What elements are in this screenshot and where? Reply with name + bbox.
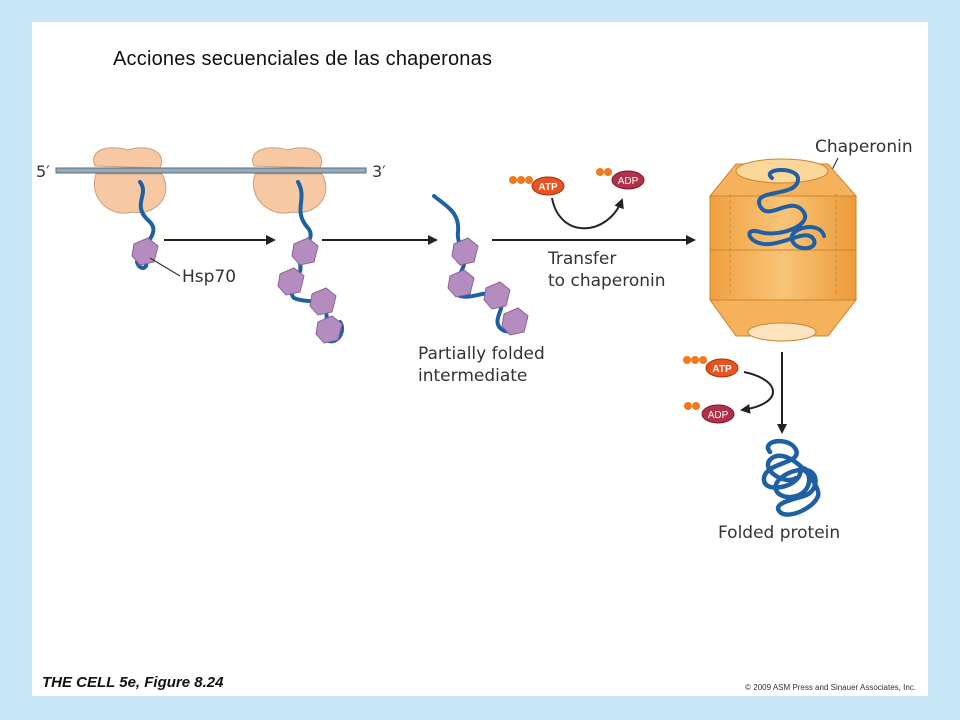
transfer-label-line2: to chaperonin	[548, 271, 666, 291]
phosphate-dot	[525, 176, 533, 184]
phosphate-dot	[699, 356, 707, 364]
atp-hydrolysis-arrow-bottom	[740, 371, 774, 414]
atp-hydrolysis-bottom: ATP ADP	[683, 352, 787, 434]
hsp70-molecule-3c	[483, 281, 511, 310]
phosphate-dot	[683, 356, 691, 364]
partially-folded-label-line1: Partially folded	[418, 344, 545, 364]
ribosome-1-large-subunit	[93, 173, 167, 214]
phosphate-dot	[692, 402, 700, 410]
ribosome-2-small-subunit	[252, 147, 323, 169]
partially-folded-label-line2: intermediate	[418, 366, 527, 386]
hsp70-molecule-3a	[451, 237, 479, 266]
protein-inside-chaperonin	[747, 168, 826, 251]
mrna-5-prime-label: 5′	[36, 162, 50, 181]
figure-source-label: THE CELL 5e, Figure 8.24	[42, 674, 224, 691]
phosphate-dot	[596, 168, 604, 176]
mrna-3-prime-label: 3′	[372, 162, 386, 181]
hsp70-molecule-2b	[277, 267, 305, 296]
adp-label-bottom: ADP	[708, 410, 729, 421]
slide-canvas	[32, 22, 928, 696]
mrna-overlay-2	[55, 167, 367, 174]
chaperonin-bottom-opening	[747, 322, 817, 342]
hsp70-pointer-line	[149, 257, 181, 277]
hsp70-molecule-2c	[309, 287, 337, 316]
atp-hydrolysis-top: ATP ADP	[509, 168, 645, 230]
hsp70-molecule-2d	[315, 315, 343, 344]
folded-protein: Folded protein	[718, 439, 840, 543]
hsp70-molecule-2a	[291, 237, 319, 266]
ribosome-1-small-subunit	[93, 147, 163, 169]
atp-label-bottom: ATP	[712, 364, 732, 375]
copyright-label: © 2009 ASM Press and Sinauer Associates,…	[745, 683, 916, 692]
chaperonin-label: Chaperonin	[815, 137, 913, 157]
atp-badge-bottom	[705, 358, 739, 378]
partially-folded-intermediate: Partially folded intermediate	[418, 194, 545, 386]
ribosome-2	[55, 147, 367, 214]
phosphate-dot	[604, 168, 612, 176]
ribosome-2-large-subunit	[252, 173, 327, 214]
folded-protein-chain	[761, 439, 821, 517]
phosphate-dot	[684, 402, 692, 410]
nascent-chain-1: Hsp70	[131, 180, 236, 287]
folded-protein-label: Folded protein	[718, 523, 840, 543]
hsp70-label: Hsp70	[182, 267, 236, 287]
chaperonin-complex: Chaperonin	[708, 137, 913, 342]
adp-badge-top	[611, 170, 645, 190]
slide-title: Acciones secuenciales de las chaperonas	[113, 48, 493, 70]
atp-hydrolysis-arrow-top	[551, 197, 624, 230]
adp-label-top: ADP	[618, 176, 639, 187]
hsp70-molecule-3b	[447, 269, 475, 298]
hsp70-molecule-3d	[501, 307, 529, 336]
phosphate-dot	[509, 176, 517, 184]
chaperonin-inner-wall	[729, 194, 837, 296]
atp-label-top: ATP	[538, 182, 558, 193]
phosphate-dot	[517, 176, 525, 184]
chaperonin-lower-ring	[709, 249, 857, 301]
chaperonin-bottom-cap	[709, 299, 858, 337]
atp-badge-top	[531, 176, 565, 196]
transfer-label-line1: Transfer	[547, 249, 616, 269]
nascent-chain-2	[277, 180, 345, 344]
phosphate-dot	[691, 356, 699, 364]
protein-chain-1	[135, 180, 156, 270]
adp-badge-bottom	[701, 404, 735, 424]
